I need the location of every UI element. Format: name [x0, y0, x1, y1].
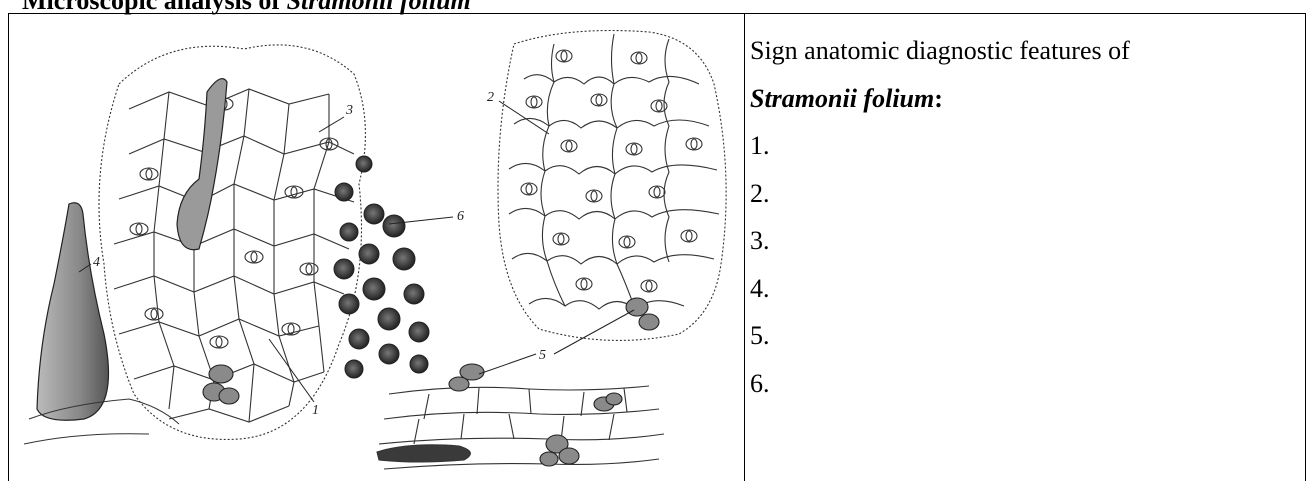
features-intro: Sign anatomic diagnostic features of: [750, 27, 1300, 75]
worksheet-table: 1 2 3 4 5 6 Sign anatomic diagnostic fea…: [8, 13, 1306, 481]
features-species-line: Stramonii folium:: [750, 75, 1300, 123]
features-colon: :: [934, 84, 943, 113]
figure-label-1: 1: [312, 403, 319, 418]
druse-crystal-cluster: [334, 156, 429, 378]
feature-item-1: 1.: [750, 122, 1300, 170]
feature-item-3: 3.: [750, 217, 1300, 265]
glandular-hair: [177, 79, 227, 250]
figure-label-3: 3: [345, 103, 353, 118]
table-right-border: [1305, 13, 1306, 481]
leaf-microscopy-drawing: 1 2 3 4 5 6: [9, 14, 744, 481]
figure-label-5: 5: [539, 348, 546, 363]
upper-epidermis-patch: [99, 45, 365, 440]
feature-item-6: 6.: [750, 360, 1300, 408]
features-cell: Sign anatomic diagnostic features of Str…: [750, 27, 1300, 407]
feature-item-4: 4.: [750, 265, 1300, 313]
label-leader-lines: [79, 101, 634, 402]
features-species: Stramonii folium: [750, 84, 934, 113]
figure-label-6: 6: [457, 209, 464, 224]
feature-item-2: 2.: [750, 170, 1300, 218]
feature-item-5: 5.: [750, 312, 1300, 360]
lower-epidermis-patch: [498, 31, 726, 341]
figure-label-4: 4: [93, 255, 100, 270]
glandular-trichomes: [203, 298, 659, 466]
table-column-divider: [744, 13, 745, 481]
figure-label-2: 2: [487, 90, 494, 105]
